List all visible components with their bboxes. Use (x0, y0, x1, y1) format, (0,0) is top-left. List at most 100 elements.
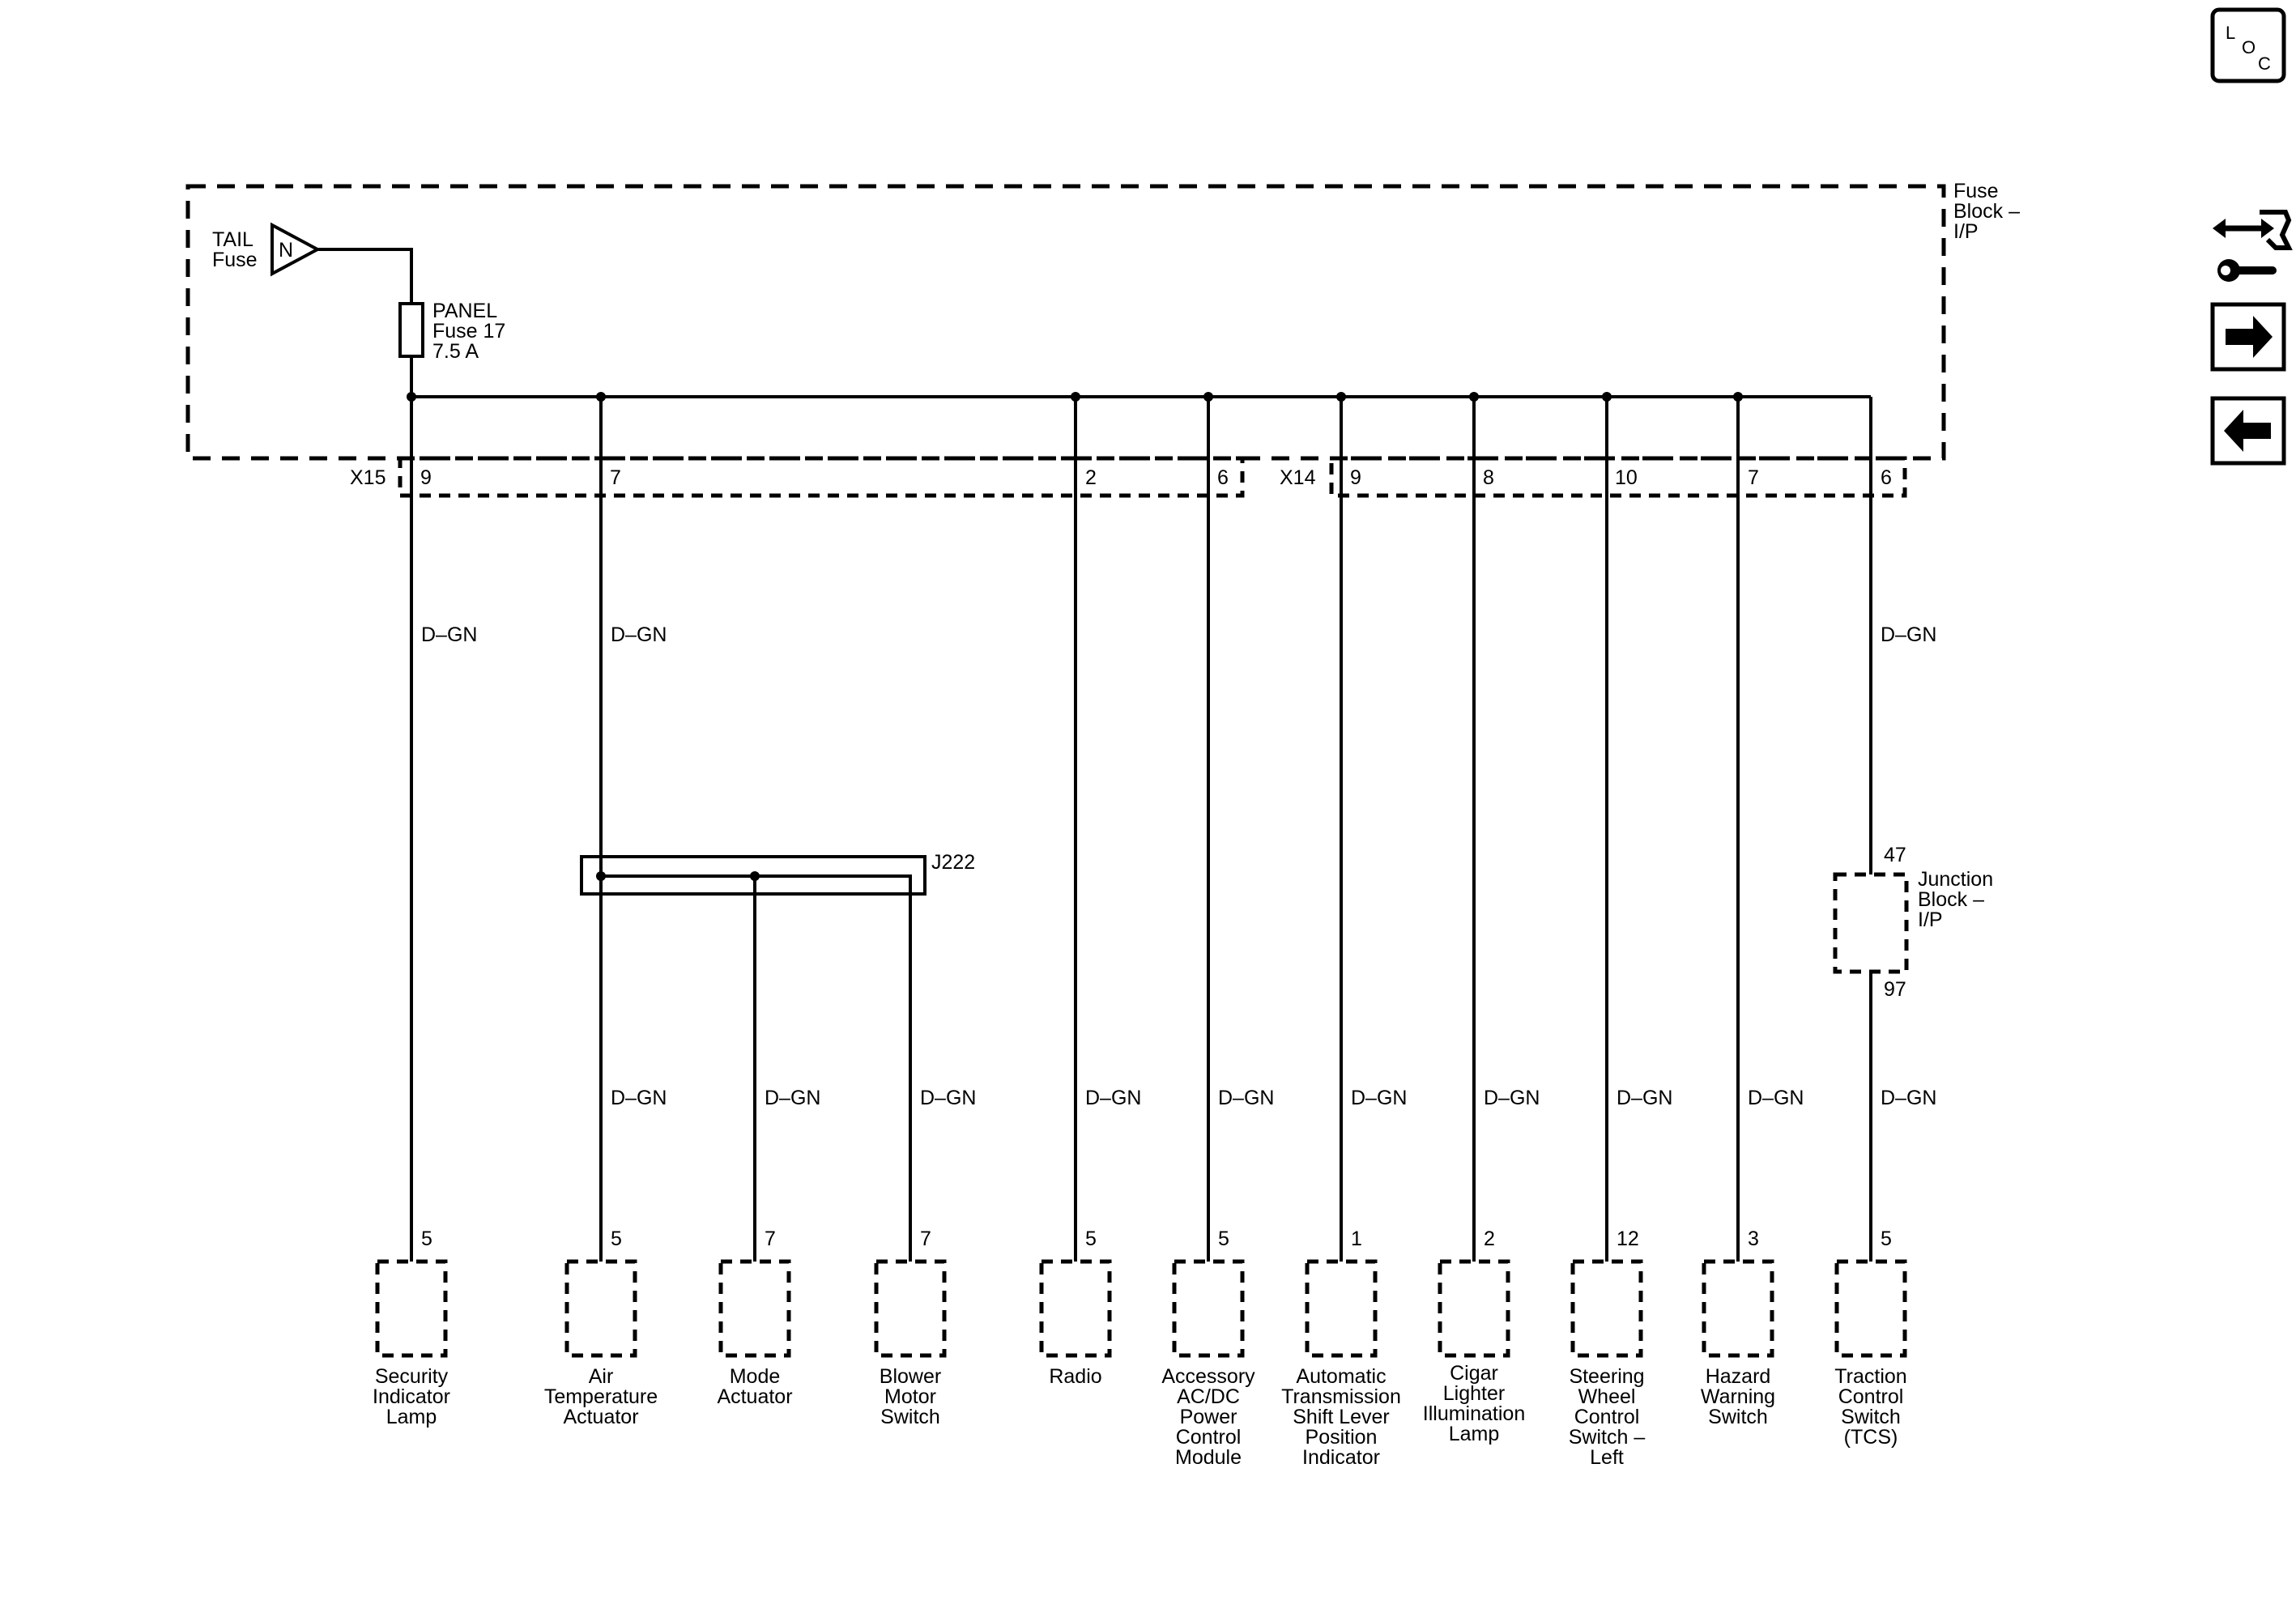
svg-text:Traction: Traction (1834, 1365, 1906, 1388)
svg-text:Hazard: Hazard (1706, 1365, 1771, 1388)
svg-text:D–GN: D–GN (1085, 1087, 1141, 1109)
svg-text:D–GN: D–GN (1881, 1087, 1936, 1109)
svg-text:5: 5 (1218, 1228, 1229, 1250)
svg-text:AC/DC: AC/DC (1177, 1385, 1240, 1408)
svg-text:10: 10 (1615, 466, 1638, 489)
svg-text:5: 5 (1085, 1228, 1097, 1250)
svg-text:D–GN: D–GN (1218, 1087, 1274, 1109)
svg-text:7: 7 (920, 1228, 931, 1250)
circuit-blower-motor-switch: D–GN 7 Blower Motor Switch (874, 894, 976, 1428)
svg-text:Switch: Switch (1841, 1406, 1901, 1428)
svg-text:D–GN: D–GN (1617, 1087, 1672, 1109)
loc-letter-c: C (2258, 53, 2271, 74)
svg-text:Control: Control (1838, 1385, 1904, 1408)
loc-button[interactable]: L O C (2210, 7, 2286, 83)
svg-text:D–GN: D–GN (611, 1087, 667, 1109)
junction-block (1833, 872, 1909, 974)
circuit-mode-actuator: D–GN 7 Mode Actuator (717, 876, 820, 1408)
svg-text:Illumination: Illumination (1423, 1402, 1525, 1425)
svg-text:Radio: Radio (1049, 1365, 1101, 1388)
svg-text:D–GN: D–GN (1748, 1087, 1804, 1109)
svg-text:Module: Module (1175, 1446, 1242, 1469)
circuit-security-indicator-lamp: 9 D–GN 5 Security Indicator Lamp (373, 392, 477, 1428)
fuse-block-label-1: Fuse (1953, 180, 1999, 202)
svg-text:12: 12 (1617, 1228, 1639, 1250)
splice-bar (601, 874, 912, 894)
svg-text:Left: Left (1590, 1446, 1624, 1469)
svg-text:Blower: Blower (880, 1365, 941, 1388)
splice-j222-label: J222 (931, 851, 975, 874)
fuse-block-label-2: Block – (1953, 200, 2020, 223)
svg-text:5: 5 (421, 1228, 432, 1250)
svg-text:Indicator: Indicator (1302, 1446, 1380, 1469)
junction-pin-out: 97 (1884, 978, 1906, 1001)
connector-x15-label: X15 (350, 466, 386, 489)
loc-letter-l: L (2226, 23, 2235, 43)
svg-text:Transmission: Transmission (1281, 1385, 1401, 1408)
svg-text:D–GN: D–GN (1484, 1087, 1540, 1109)
connector-x14 (1329, 456, 1907, 498)
panel-fuse-icon (398, 302, 424, 358)
svg-text:Switch –: Switch – (1569, 1426, 1646, 1449)
svg-text:Control: Control (1176, 1426, 1242, 1449)
arrow-left-icon[interactable] (2210, 396, 2286, 466)
svg-text:Switch: Switch (1708, 1406, 1768, 1428)
tail-fuse-label-2: Fuse (212, 249, 258, 271)
svg-text:Automatic: Automatic (1296, 1365, 1386, 1388)
svg-text:2: 2 (1085, 466, 1097, 489)
circuit-steering-wheel-control-switch-left: 10 D–GN 12 Steering Wheel Control Switch… (1569, 392, 1672, 1469)
svg-text:Switch: Switch (880, 1406, 940, 1428)
svg-text:Lighter: Lighter (1443, 1382, 1505, 1405)
svg-text:Actuator: Actuator (717, 1385, 792, 1408)
svg-text:Shift Lever: Shift Lever (1293, 1406, 1390, 1428)
svg-text:8: 8 (1483, 466, 1494, 489)
svg-text:7: 7 (610, 466, 621, 489)
connector-x15 (398, 456, 1245, 498)
svg-text:Motor: Motor (884, 1385, 936, 1408)
panel-fuse-label-3: 7.5 A (432, 340, 479, 363)
svg-text:D–GN: D–GN (765, 1087, 820, 1109)
svg-text:D–GN: D–GN (1351, 1087, 1407, 1109)
svg-text:1: 1 (1351, 1228, 1362, 1250)
svg-text:Temperature: Temperature (544, 1385, 658, 1408)
svg-text:D–GN: D–GN (920, 1087, 976, 1109)
connector-wrench-icon[interactable] (2213, 210, 2293, 282)
svg-text:Accessory: Accessory (1161, 1365, 1255, 1388)
svg-text:Warning: Warning (1701, 1385, 1775, 1408)
circuit-shift-lever-position-indicator: 9 D–GN 1 Automatic Transmission Shift Le… (1281, 392, 1407, 1469)
circuit-hazard-warning-switch: 7 D–GN 3 Hazard Warning Switch (1701, 392, 1804, 1428)
fuse-block-outline (185, 184, 1946, 461)
svg-text:7: 7 (1748, 466, 1759, 489)
svg-text:Actuator: Actuator (563, 1406, 638, 1428)
svg-text:9: 9 (420, 466, 432, 489)
svg-text:D–GN: D–GN (421, 623, 477, 646)
tail-fuse-feed-icon (270, 222, 322, 277)
svg-text:5: 5 (611, 1228, 622, 1250)
arrow-right-icon[interactable] (2210, 302, 2286, 372)
svg-text:Power: Power (1180, 1406, 1237, 1428)
svg-text:3: 3 (1748, 1228, 1759, 1250)
svg-text:(TCS): (TCS) (1844, 1426, 1898, 1449)
svg-text:6: 6 (1217, 466, 1229, 489)
panel-fuse-label-2: Fuse 17 (432, 320, 505, 343)
svg-text:Lamp: Lamp (386, 1406, 437, 1428)
svg-text:Position: Position (1306, 1426, 1378, 1449)
connector-x14-label: X14 (1280, 466, 1316, 489)
junction-pin-in: 47 (1884, 844, 1906, 866)
circuit-traction-control-switch: 6 D–GN D–GN 5 Traction Control Switch (T… (1834, 397, 1936, 1449)
svg-text:Indicator: Indicator (373, 1385, 450, 1408)
svg-text:9: 9 (1350, 466, 1361, 489)
svg-text:Mode: Mode (730, 1365, 781, 1388)
svg-text:Steering: Steering (1569, 1365, 1644, 1388)
junction-label-1: Junction (1918, 868, 1993, 891)
panel-fuse-label-1: PANEL (432, 300, 497, 322)
circuit-air-temperature-actuator: 7 D–GN D–GN 5 Air Temperature Actuator (544, 392, 667, 1428)
fuse-block-label-3: I/P (1953, 220, 1979, 243)
loc-letter-o: O (2242, 37, 2256, 57)
circuit-radio: 2 D–GN 5 Radio (1039, 392, 1141, 1388)
svg-text:7: 7 (765, 1228, 776, 1250)
junction-label-3: I/P (1918, 908, 1943, 931)
tail-feed-wire (317, 248, 413, 397)
circuit-accessory-power-control-module: 6 D–GN 5 Accessory AC/DC Power Control M… (1161, 392, 1274, 1469)
